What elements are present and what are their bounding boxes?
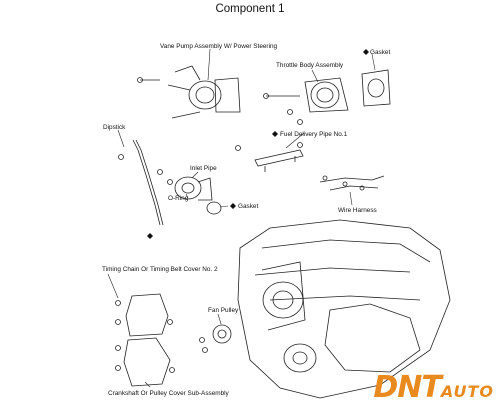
- label-gasket-top: Gasket: [370, 49, 391, 56]
- label-gasket-mid: Gasket: [238, 203, 259, 210]
- label-timing-cover: Timing Chain Or Timing Belt Cover No. 2: [102, 266, 218, 273]
- throttle-body-drawing: [263, 69, 391, 125]
- logo-main: DNT: [373, 370, 441, 405]
- vane-pump-drawing: [137, 65, 241, 119]
- fan-pulley-drawing: [199, 324, 232, 353]
- label-fan-pulley: Fan Pulley: [208, 307, 239, 314]
- label-inlet-pipe: Inlet Pipe: [190, 165, 217, 172]
- inlet-pipe-drawing: [167, 176, 222, 215]
- engine-block-drawing: [237, 219, 451, 399]
- label-throttle-body: Throttle Body Assembly: [276, 62, 344, 69]
- leader-lines: [107, 48, 376, 388]
- label-crank-cover: Crankshaft Or Pulley Cover Sub-Assembly: [108, 390, 229, 397]
- label-fuel-delivery: Fuel Delivery Pipe No.1: [280, 131, 348, 138]
- dipstick-drawing: [118, 139, 164, 226]
- crank-cover-drawing: [115, 337, 175, 387]
- diamond-markers: [147, 49, 369, 239]
- logo-sub: AUTO: [440, 382, 494, 401]
- label-dipstick: Dipstick: [103, 124, 126, 131]
- dnt-auto-logo: DNTAUTO: [373, 370, 494, 405]
- wire-harness-drawing: [319, 175, 385, 191]
- label-vane-pump: Vane Pump Assembly W/ Power Steering: [160, 43, 278, 50]
- label-o-ring: O-Ring: [168, 195, 189, 202]
- fuel-delivery-pipe-drawing: [235, 142, 304, 172]
- page-title: Component 1: [215, 3, 285, 15]
- timing-cover-drawing: [115, 293, 173, 337]
- label-wire-harness: Wire Harness: [338, 207, 377, 214]
